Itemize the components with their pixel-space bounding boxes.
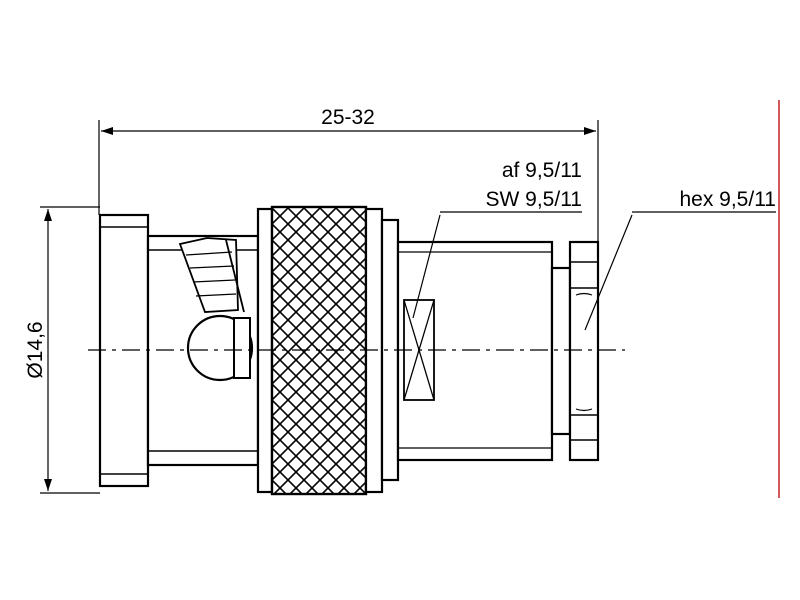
across-flats-callout: af 9,5/11 SW 9,5/11 (412, 159, 583, 319)
diameter-label: Ø14,6 (24, 321, 47, 378)
bayonet-slot (178, 237, 239, 313)
sw-label: SW 9,5/11 (486, 188, 583, 211)
back-collar (550, 266, 572, 436)
length-dimension: 25-32 (98, 106, 599, 242)
diameter-dimension: Ø14,6 (24, 206, 100, 494)
hex-label: hex 9,5/11 (679, 188, 776, 211)
length-label: 25-32 (321, 106, 375, 129)
hex-nut (568, 240, 600, 462)
hex-callout: hex 9,5/11 (584, 188, 776, 331)
af-label: af 9,5/11 (502, 159, 582, 182)
